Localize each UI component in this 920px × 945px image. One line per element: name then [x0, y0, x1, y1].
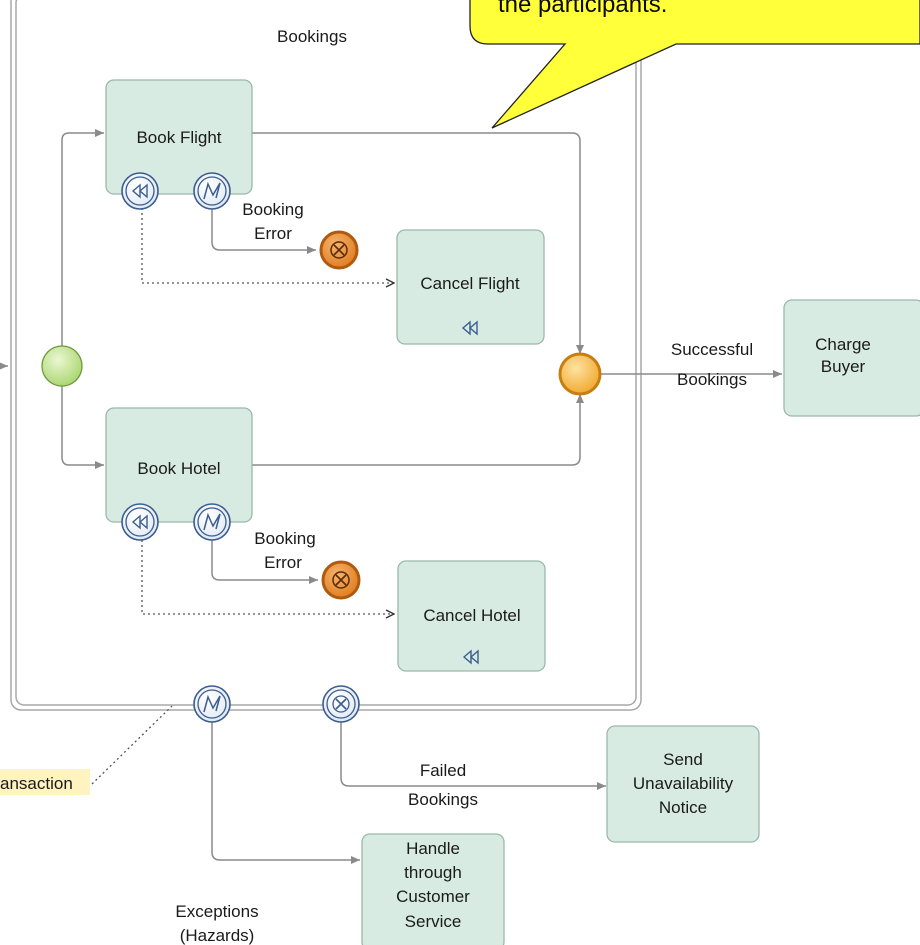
flow-label-line-1: Exceptions [175, 902, 258, 921]
flow-exceptions [211, 717, 360, 864]
flow-label-exceptions: Exceptions (Hazards) [175, 902, 258, 945]
cancel-cross-icon [333, 244, 345, 256]
compensation-marker-icon [461, 320, 478, 336]
flow-label-successful-bookings: Successful Bookings [671, 340, 753, 389]
task-cancel-flight[interactable]: Cancel Flight [396, 229, 545, 345]
error-boundary-event-hotel[interactable] [193, 503, 231, 541]
cancel-icon [332, 571, 350, 589]
task-label-line-4: Service [405, 912, 462, 931]
task-charge-buyer[interactable]: Charge Buyer [783, 299, 920, 417]
task-label-line-2: Buyer [821, 357, 866, 376]
task-handle-customer-service[interactable]: Handle through Customer Service [361, 833, 505, 945]
task-book-hotel[interactable]: Book Hotel [105, 407, 253, 523]
start-event[interactable] [41, 345, 83, 387]
flow-flight-error [211, 208, 316, 254]
compensation-associations [91, 208, 394, 785]
subprocess-label: Bookings [277, 27, 347, 46]
task-label-line-2: Unavailability [633, 774, 734, 793]
cancel-cross-icon [335, 698, 347, 710]
task-cancel-hotel[interactable]: Cancel Hotel [397, 560, 546, 672]
error-end-event-flight[interactable] [319, 230, 359, 270]
cancel-cross-icon [335, 574, 347, 586]
task-label: Book Flight [136, 128, 221, 147]
task-book-flight[interactable]: Book Flight [105, 79, 253, 195]
transaction-annotation: ansaction [0, 769, 90, 795]
flow-label-failed-bookings: Failed Bookings [408, 761, 478, 809]
callout-text: the participants. [498, 0, 667, 18]
flow-label-line-2: Bookings [677, 370, 747, 389]
flow-flight-to-gateway [252, 132, 584, 354]
cancel-icon [332, 695, 350, 713]
sequence-flows [61, 129, 782, 864]
flow-label-line-1: Booking [254, 529, 315, 548]
flow-label-line-2: Error [254, 224, 292, 243]
flow-start-to-hotel [61, 384, 104, 469]
annotation-text: ansaction [0, 774, 73, 793]
merge-event[interactable] [558, 352, 602, 396]
task-label-line-3: Notice [659, 798, 707, 817]
error-end-event-hotel[interactable] [321, 560, 361, 600]
error-boundary-event-flight[interactable] [193, 172, 231, 210]
rewind-icon [131, 514, 148, 530]
rewind-icon [131, 183, 148, 199]
flow-hotel-to-gateway [252, 394, 584, 466]
compensation-boundary-event-flight[interactable] [121, 172, 159, 210]
task-label-line-2: through [404, 863, 462, 882]
flow-label-booking-error-flight: Booking Error [242, 200, 303, 243]
task-label-line-1: Send [663, 750, 703, 769]
task-label: Book Hotel [137, 459, 220, 478]
annotation-association [91, 705, 173, 785]
cancel-icon [330, 241, 348, 259]
task-label: Cancel Hotel [423, 606, 520, 625]
lightning-icon [203, 181, 221, 200]
cancel-boundary-event-subprocess[interactable] [322, 685, 360, 723]
task-label-line-1: Handle [406, 839, 460, 858]
flow-hotel-error [211, 540, 318, 584]
flow-label-line-1: Successful [671, 340, 753, 359]
compensation-marker-icon [462, 649, 479, 665]
flow-label-line-2: Bookings [408, 790, 478, 809]
task-label: Cancel Flight [420, 274, 519, 293]
flow-start-to-flight [61, 129, 104, 348]
compensation-boundary-event-hotel[interactable] [121, 503, 159, 541]
flow-label-line-2: Error [264, 553, 302, 572]
lightning-icon [203, 512, 221, 531]
flow-label-line-1: Failed [420, 761, 466, 780]
assoc-cancel-hotel [141, 540, 394, 614]
error-boundary-event-subprocess[interactable] [193, 685, 231, 723]
flow-label-booking-error-hotel: Booking Error [254, 529, 315, 572]
task-label-line-1: Charge [815, 335, 871, 354]
callout-bubble: the participants. [469, 0, 920, 129]
flow-failed-bookings [340, 717, 606, 790]
flow-label-line-1: Booking [242, 200, 303, 219]
assoc-cancel-flight [141, 208, 394, 283]
task-send-unavailability-notice[interactable]: Send Unavailability Notice [606, 725, 760, 843]
flow-label-line-2: (Hazards) [180, 926, 255, 945]
task-label-line-3: Customer [396, 887, 470, 906]
lightning-icon [203, 694, 221, 713]
